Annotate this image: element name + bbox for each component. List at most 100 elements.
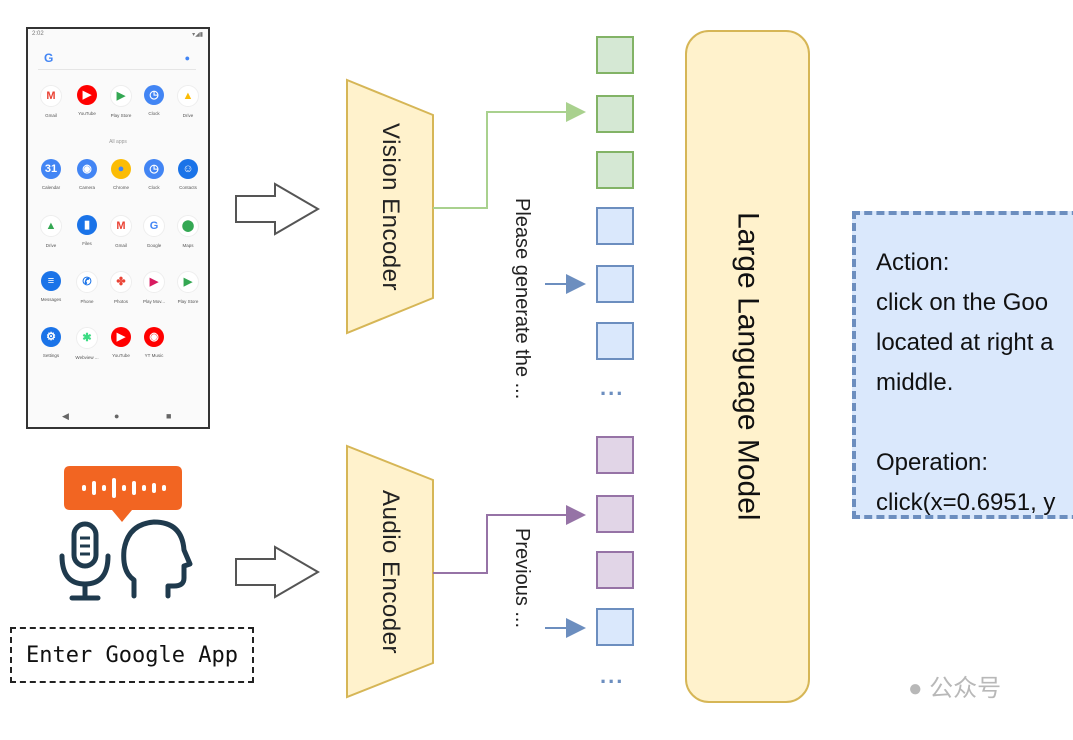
app-label: Gmail [45,113,57,118]
app-label: Drive [45,243,57,248]
watermark: ● 公众号 [908,668,1001,703]
audio-token [596,551,634,589]
app-icon-youtube[interactable]: ▶YouTube [72,85,102,116]
audio-token [596,495,634,533]
app-label: Maps [182,243,194,248]
app-glyph-icon: ▶ [111,327,131,347]
app-icon-files[interactable]: ▮ Files [72,215,102,246]
action-line: click on the Goo [876,289,1049,316]
app-icon-youtube[interactable]: ▶ YouTube [106,327,136,358]
app-glyph-icon: M [40,85,62,107]
app-icon-drive[interactable]: ▲ Drive [173,85,203,118]
app-glyph-icon: ≡ [41,271,61,291]
arrow-phone-to-vision [235,182,320,236]
app-glyph-icon: 31 [41,159,61,179]
app-icon-play-mov[interactable]: ▶ Play Mov... [139,271,169,304]
app-glyph-icon: G [143,215,165,237]
app-glyph-icon: ◷ [144,85,164,105]
app-icon-settings[interactable]: ⚙Settings [36,327,66,358]
app-label: Clock [148,185,160,190]
app-icon-drive[interactable]: ▲ Drive [36,215,66,248]
audio-connector [433,505,586,574]
operation-line: click(x=0.6951, y [876,489,1056,516]
app-label: Messages [40,297,62,302]
app-icon-clock[interactable]: ◷Clock [139,85,169,116]
audio-token [596,436,634,474]
app-icon-gmail[interactable]: M Gmail [106,215,136,248]
speech-command-box: Enter Google App [10,627,254,683]
app-label: Contacts [179,185,197,190]
vision-encoder-shape [346,78,434,335]
app-label: Calendar [41,185,61,190]
prompt-text: Please generate the ... [511,198,533,400]
app-glyph-icon: ◉ [144,327,164,347]
app-label: Phone [80,299,94,304]
vision-token [596,151,634,189]
text-token [596,265,634,303]
phone-search-bar[interactable]: G ● [38,49,196,70]
app-icon-photos[interactable]: ✤Photos [106,271,136,304]
app-icon-maps[interactable]: ⬤Maps [173,215,203,248]
speech-bubble-icon [64,466,182,522]
vision-encoder: Vision Encoder [345,80,435,333]
app-icon-yt-music[interactable]: ◉YT Music [139,327,169,358]
app-glyph-icon: ▮ [77,215,97,235]
watermark-text: 公众号 [929,675,1002,702]
app-icon-chrome[interactable]: ● Chrome [106,159,136,190]
app-glyph-icon: ▲ [40,215,62,237]
speech-command-text: Enter Google App [26,642,238,668]
app-glyph-icon: ☺ [178,159,198,179]
app-icon-contacts[interactable]: ☺ Contacts [173,159,203,190]
llm-label: Large Language Model [731,212,765,521]
recents-icon[interactable]: ■ [166,411,172,421]
text-token [596,322,634,360]
app-glyph-icon: ✱ [76,327,98,349]
app-glyph-icon: M [110,215,132,237]
home-icon[interactable]: ● [114,411,120,421]
app-label: Webview ... [75,355,99,360]
app-glyph-icon: ⚙ [41,327,61,347]
google-logo: G [44,51,54,65]
app-label: YouTube [112,353,130,358]
all-apps-label: All apps [109,139,127,145]
app-icon-clock[interactable]: ◷ Clock [139,159,169,190]
assistant-icon: ● [184,53,190,63]
audio-wave-icon [82,478,166,498]
app-label: Drive [182,113,194,118]
app-label: Play Store [110,113,132,118]
vision-connector [433,102,586,209]
app-icon-play-store[interactable]: ▶Play Store [173,271,203,304]
app-icon-webview[interactable]: ✱ Webview ... [72,327,102,360]
app-glyph-icon: ▶ [77,85,97,105]
app-icon-phone[interactable]: ✆Phone [72,271,102,304]
app-glyph-icon: ◷ [144,159,164,179]
history-token [596,608,634,646]
app-label: Play Mov... [143,299,165,304]
mic-grille [80,536,90,556]
wechat-icon: ● [908,675,923,702]
app-glyph-icon: ▶ [110,85,132,107]
app-icon-messages[interactable]: ≡ Messages [36,271,66,302]
app-glyph-icon: ▲ [177,85,199,107]
app-icon-gmail[interactable]: M Gmail [36,85,66,118]
app-glyph-icon: ▶ [143,271,165,293]
app-glyph-icon: ● [111,159,131,179]
app-label: Chrome [112,185,129,190]
app-icon-camera[interactable]: ◉Camera [72,159,102,190]
back-icon[interactable]: ◀ [62,411,69,421]
app-label: Camera [78,185,95,190]
previous-text: Previous ... [511,528,533,629]
audio-encoder-label: Audio Encoder [377,489,404,654]
ellipsis-mark: ... [600,663,625,688]
app-icon-play-store[interactable]: ▶ Play Store [106,85,136,118]
arrow-audio-to-encoder [235,545,320,599]
app-label: Files [82,241,92,246]
ellipsis-mark: ... [600,375,625,400]
app-label: Gmail [115,243,127,248]
app-icon-google[interactable]: G Google [139,215,169,248]
app-glyph-icon: ✤ [110,271,132,293]
vision-token [596,36,634,74]
app-label: Google [146,243,162,248]
